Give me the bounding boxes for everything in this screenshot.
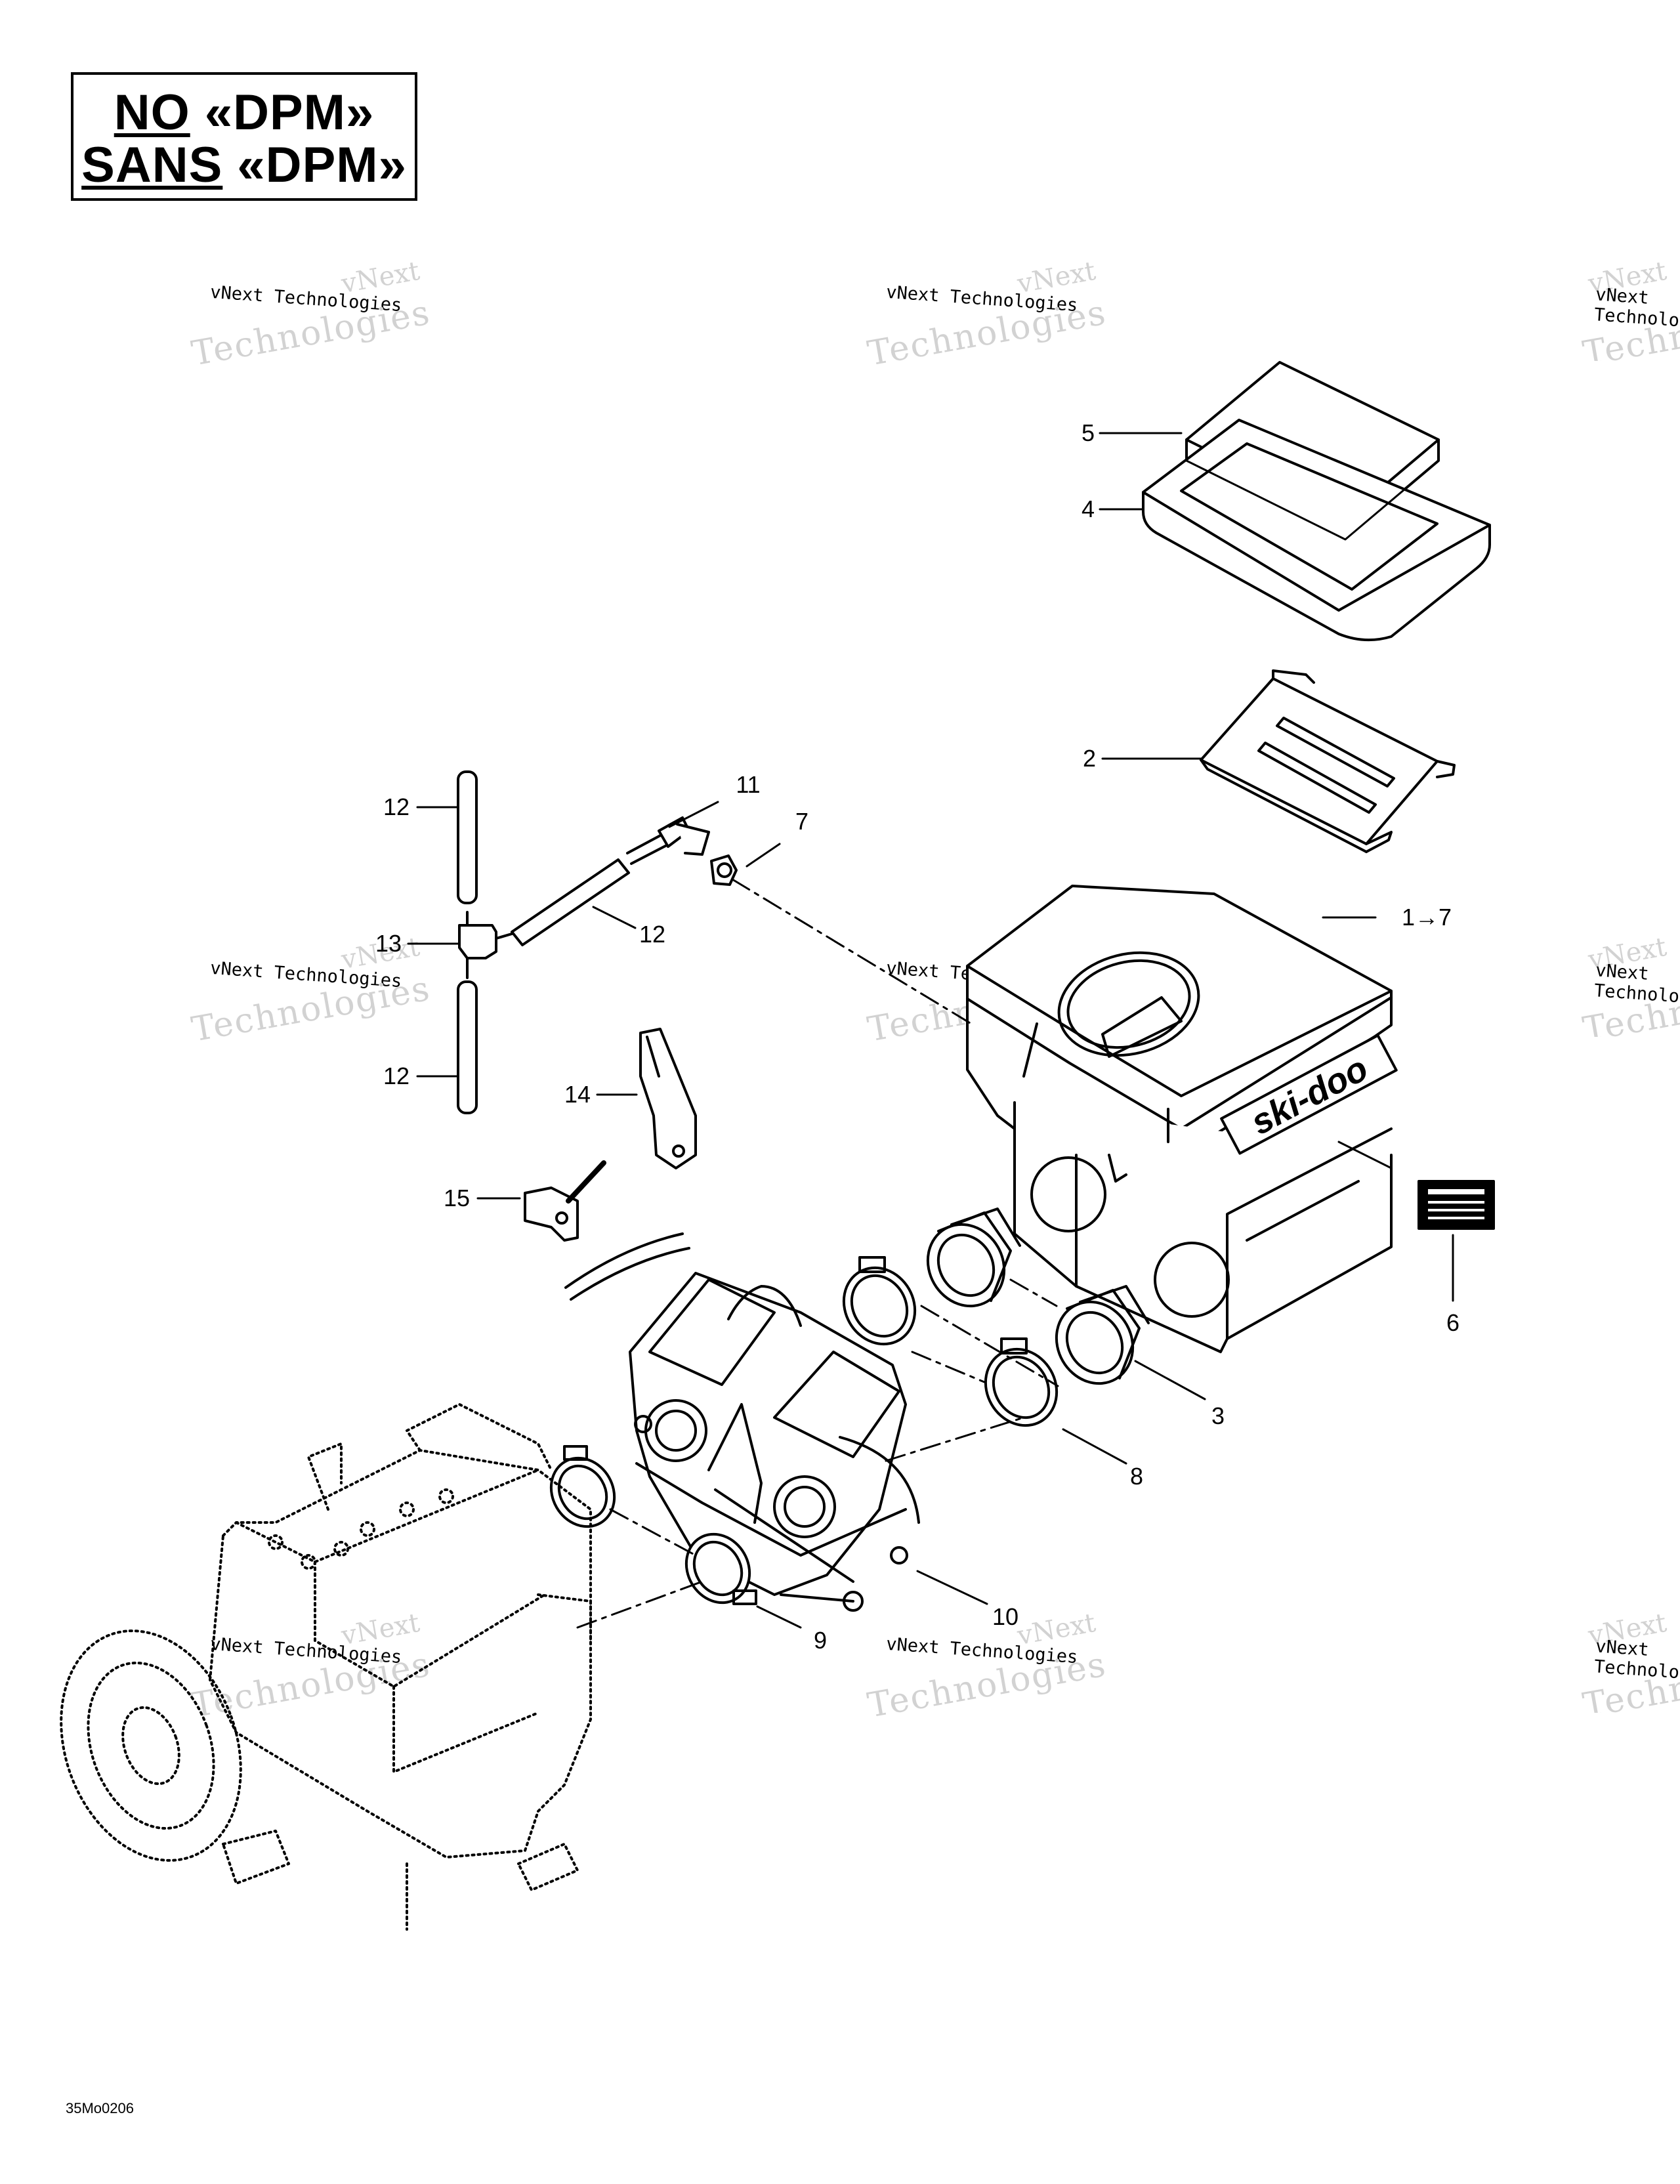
clamps-9 (549, 1445, 757, 1605)
callout-8: 8 (1130, 1463, 1143, 1490)
warning-decal (1418, 1180, 1495, 1230)
variant-line-english: NO «DPM» (74, 87, 415, 139)
carburetor-assembly (564, 1232, 920, 1612)
dpm-variant-box: NO «DPM» SANS «DPM» (71, 72, 417, 201)
callout-11: 11 (736, 771, 760, 798)
callout-1-to-7: 1→7 (1402, 904, 1452, 931)
leader-lines (407, 432, 1454, 1629)
alignment-lines (576, 878, 1059, 1629)
callout-15: 15 (444, 1185, 470, 1211)
clamps-8 (842, 1256, 1059, 1427)
callout-12-middle: 12 (639, 921, 665, 948)
variant-dpm-en: «DPM» (190, 85, 375, 140)
variant-no: NO (114, 85, 190, 140)
mounting-bracket (524, 1160, 606, 1242)
callout-12-bottom: 12 (383, 1062, 410, 1089)
variant-sans: SANS (81, 137, 223, 193)
callout-7: 7 (795, 808, 808, 835)
variant-dpm-fr: «DPM» (222, 137, 407, 193)
vent-tubes (457, 770, 738, 1114)
air-plate (1200, 669, 1456, 853)
airbox-silencer: ski-doo (966, 885, 1398, 1353)
rubber-adaptors (926, 1208, 1150, 1385)
variant-line-french: SANS «DPM» (74, 139, 415, 192)
figure-code: 35Mo0206 (66, 2100, 134, 2116)
engine-reference (60, 1403, 592, 1931)
callout-6: 6 (1446, 1309, 1460, 1336)
throttle-bracket (639, 1028, 697, 1169)
callout-4: 4 (1082, 495, 1095, 522)
callout-10: 10 (992, 1603, 1018, 1630)
callout-9: 9 (814, 1627, 827, 1654)
callout-5: 5 (1082, 419, 1095, 446)
callout-2: 2 (1083, 745, 1096, 772)
callout-13: 13 (375, 930, 402, 957)
callout-12-top: 12 (383, 793, 410, 820)
callout-14: 14 (564, 1081, 591, 1108)
arrow-icon (1337, 1141, 1393, 1169)
callout-3: 3 (1211, 1402, 1225, 1429)
filter-frame (1142, 419, 1491, 642)
